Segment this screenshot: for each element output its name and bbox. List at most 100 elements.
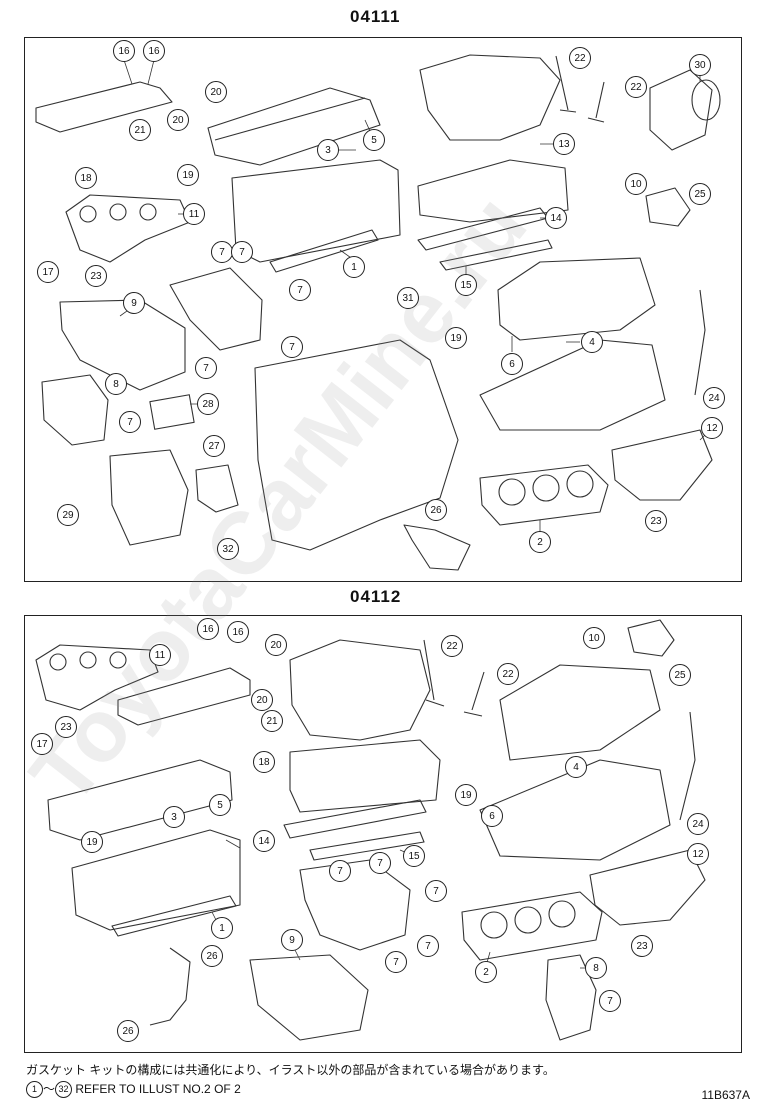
callout: 10: [583, 627, 605, 649]
callout: 27: [203, 435, 225, 457]
callout: 22: [625, 76, 647, 98]
callout: 19: [177, 164, 199, 186]
callout: 7: [599, 990, 621, 1012]
callout: 18: [253, 751, 275, 773]
callout: 9: [123, 292, 145, 314]
callout: 23: [631, 935, 653, 957]
callout: 17: [31, 733, 53, 755]
callout: 3: [317, 139, 339, 161]
kit-code-top: 04111: [350, 7, 401, 26]
callout: 1: [211, 917, 233, 939]
callout: 26: [425, 499, 447, 521]
callout: 7: [425, 880, 447, 902]
callout: 25: [669, 664, 691, 686]
callout: 30: [689, 54, 711, 76]
callout: 32: [217, 538, 239, 560]
callout: 1: [343, 256, 365, 278]
callout: 20: [265, 634, 287, 656]
cylinder-head-left-2: [71, 829, 241, 931]
kit-code-bottom: 04112: [350, 587, 402, 606]
callout: 25: [689, 183, 711, 205]
head-gasket: [479, 464, 609, 526]
oil-pump-housing: [109, 449, 189, 546]
callout: 19: [445, 327, 467, 349]
range-start-badge: 1: [26, 1081, 43, 1099]
injector-bracket: [169, 267, 263, 351]
callout: 7: [231, 241, 253, 263]
callout: 24: [703, 387, 725, 409]
oil-strainer: [403, 524, 471, 571]
footnote-japanese: ガスケット キットの構成には共通化により、イラスト以外の部品が含まれている場合が…: [26, 1063, 555, 1077]
range-end-badge: 32: [55, 1081, 73, 1099]
callout: 4: [581, 331, 603, 353]
callout: 7: [385, 951, 407, 973]
callout: 19: [81, 831, 103, 853]
intake-gasket-right-2: [439, 239, 553, 271]
callout: 16: [143, 40, 165, 62]
callout: 16: [197, 618, 219, 640]
head-cover-left: [207, 87, 381, 166]
callout: 7: [281, 336, 303, 358]
callout: 2: [529, 531, 551, 553]
oil-dipstick-guide-2: [679, 711, 696, 821]
engine-block: [254, 339, 459, 551]
callout: 21: [261, 710, 283, 732]
callout: 24: [687, 813, 709, 835]
diagram-panel-04112: [24, 615, 742, 1053]
callout: 2: [475, 961, 497, 983]
intake-gasket-left-2: [111, 895, 237, 937]
callout: 19: [455, 784, 477, 806]
range-separator: ～: [43, 1082, 56, 1096]
exhaust-manifold-left: [65, 194, 191, 263]
exhaust-manifold-right-2: [589, 849, 706, 926]
front-cover-lower-2: [545, 954, 597, 1041]
callout: 7: [369, 852, 391, 874]
intake-plenum: [419, 54, 561, 141]
callout: 28: [197, 393, 219, 415]
head-cover-left-2: [47, 759, 233, 841]
oil-pipe: [149, 947, 191, 1026]
exhaust-manifold-left-2: [35, 644, 159, 711]
intake-gasket-center-3: [309, 831, 425, 861]
callout: 11: [183, 203, 205, 225]
callout: 15: [403, 845, 425, 867]
callout: 16: [227, 621, 249, 643]
oil-strainer-gasket: [195, 464, 239, 513]
callout: 20: [205, 81, 227, 103]
callout: 5: [363, 129, 385, 151]
callout: 8: [105, 373, 127, 395]
callout: 7: [417, 935, 439, 957]
callout: 26: [201, 945, 223, 967]
water-outlet-gasket: [149, 394, 195, 430]
valve-cover-right: [497, 257, 656, 341]
callout: 15: [455, 274, 477, 296]
callout: 9: [281, 929, 303, 951]
camshaft-left: [35, 81, 173, 133]
camshaft-left-2: [117, 667, 251, 726]
timing-belt-cover-2: [299, 859, 411, 951]
callout: 8: [585, 957, 607, 979]
intake-plenum-2: [289, 639, 431, 741]
water-inlet-housing-2: [627, 619, 675, 657]
diagram-panel-04111: [24, 37, 742, 582]
callout: 4: [565, 756, 587, 778]
callout: 11: [149, 644, 171, 666]
timing-cover-right: [649, 69, 713, 151]
callout: 22: [497, 663, 519, 685]
front-cover-lower: [41, 374, 109, 446]
callout: 7: [119, 411, 141, 433]
head-gasket-2: [461, 891, 603, 961]
callout: 5: [209, 794, 231, 816]
callout: 26: [117, 1020, 139, 1042]
front-cover-2: [249, 954, 369, 1041]
callout: 7: [195, 357, 217, 379]
callout: 31: [397, 287, 419, 309]
callout: 22: [441, 635, 463, 657]
callout: 6: [481, 805, 503, 827]
callout: 23: [85, 265, 107, 287]
callout: 7: [289, 279, 311, 301]
cylinder-head-right: [417, 159, 569, 223]
callout: 3: [163, 806, 185, 828]
callout: 16: [113, 40, 135, 62]
